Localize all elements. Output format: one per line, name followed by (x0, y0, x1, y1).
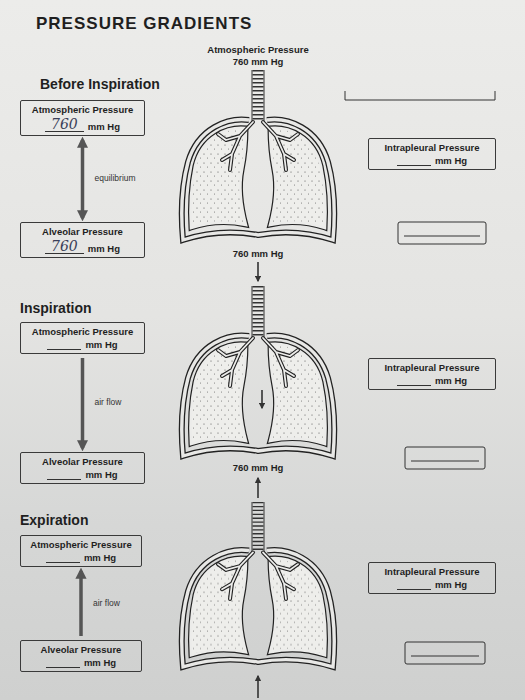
blank-field (345, 91, 495, 100)
blank-line (46, 553, 80, 563)
handwritten-value: 760 (45, 239, 84, 254)
pressure-box: Intrapleural Pressure mm Hg (368, 138, 496, 170)
flow-arrow (261, 390, 263, 408)
unit-text: mm Hg (435, 155, 467, 166)
flow-arrow (257, 676, 259, 698)
box-heading: Atmospheric Pressure (28, 326, 137, 337)
box-heading: Intrapleural Pressure (376, 142, 488, 153)
blank-line (46, 658, 80, 668)
pressure-box: Intrapleural Pressure mm Hg (368, 358, 496, 390)
box-heading: Atmospheric Pressure (28, 539, 134, 550)
pressure-box: Intrapleural Pressure mm Hg (368, 562, 496, 594)
blank-line (397, 580, 431, 590)
unit-text: mm Hg (435, 579, 467, 590)
flow-arrow (81, 358, 85, 448)
box-heading: Alveolar Pressure (28, 226, 137, 237)
section-heading: Inspiration (20, 300, 92, 316)
lung-drawing (182, 70, 334, 240)
edge-label: equilibrium (95, 173, 136, 183)
blank-line (397, 376, 431, 386)
box-heading: Atmospheric Pressure (28, 104, 137, 115)
blank-line (47, 470, 81, 480)
lung-drawing (182, 502, 334, 667)
pressure-label: Atmospheric Pressure (207, 44, 308, 55)
unit-text: mm Hg (88, 121, 120, 132)
unit-text: mm Hg (84, 552, 116, 563)
unit-text: mm Hg (85, 469, 117, 480)
unit-text: mm Hg (84, 657, 116, 668)
box-heading: Intrapleural Pressure (376, 566, 488, 577)
handwritten-value: 760 (45, 117, 84, 132)
lung-drawing (182, 286, 334, 456)
pressure-label: 760 mm Hg (233, 462, 284, 473)
unit-text: mm Hg (85, 339, 117, 350)
pressure-label: 760 mm Hg (233, 56, 284, 67)
section-heading: Before Inspiration (40, 76, 160, 92)
unit-text: mm Hg (435, 375, 467, 386)
pressure-box: Alveolar Pressure 760 mm Hg (20, 222, 145, 258)
blank-line (397, 156, 431, 166)
pressure-box: Alveolar Pressure mm Hg (20, 452, 145, 484)
unit-text: mm Hg (88, 243, 120, 254)
flow-arrow (257, 478, 259, 498)
edge-label: air flow (93, 598, 120, 608)
section-heading: Expiration (20, 512, 88, 528)
edge-label: air flow (95, 397, 122, 407)
pressure-box: Alveolar Pressure mm Hg (20, 640, 142, 672)
pressure-box: Atmospheric Pressure mm Hg (20, 322, 145, 354)
flow-arrow (79, 571, 83, 636)
blank-box (398, 222, 486, 664)
title: PRESSURE GRADIENTS (36, 14, 252, 34)
box-heading: Intrapleural Pressure (376, 362, 488, 373)
box-heading: Alveolar Pressure (28, 456, 137, 467)
pressure-box: Atmospheric Pressure 760 mm Hg (20, 100, 145, 136)
blank-line (47, 340, 81, 350)
flow-arrow (257, 262, 259, 281)
box-heading: Alveolar Pressure (28, 644, 134, 655)
pressure-box: Atmospheric Pressure mm Hg (20, 535, 142, 567)
pressure-label: 760 mm Hg (233, 248, 284, 259)
flow-arrow (81, 140, 85, 218)
